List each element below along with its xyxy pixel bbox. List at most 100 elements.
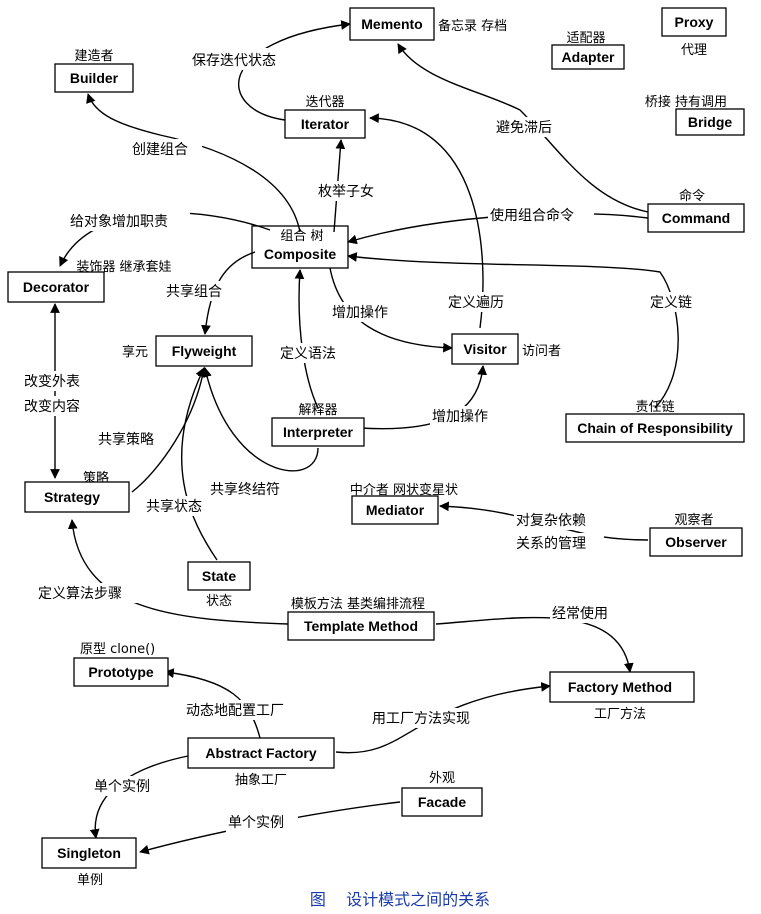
edge-interpreter-flyweight (202, 367, 319, 472)
abstract-name: Abstract Factory (205, 745, 316, 761)
pattern-boxes: Memento 备忘录 存档 适配器 Adapter Proxy 代理 建造者 … (7, 7, 745, 888)
box-iterator (284, 109, 366, 139)
edge-abstract-prototype (164, 668, 261, 739)
box-command (647, 203, 745, 233)
factory-name: Factory Method (568, 679, 672, 695)
mediator-name: Mediator (366, 502, 425, 518)
box-factory (549, 671, 695, 703)
edge-strategy-flyweight (131, 367, 208, 493)
box-proxy (661, 7, 727, 37)
label-create-composite: 创建组合 (132, 142, 188, 158)
prototype-zh: 原型 clone() (80, 642, 155, 657)
chain-name: Chain of Responsibility (577, 420, 733, 436)
interpreter-name: Interpreter (283, 424, 354, 440)
command-zh: 命令 (679, 188, 705, 204)
edge-interpreter-composite (294, 269, 319, 409)
memento-name: Memento (361, 16, 422, 32)
label-share-composite: 共享组合 (166, 283, 222, 300)
singleton-zh: 单例 (77, 873, 103, 888)
label-complex-dependency-1: 对复杂依赖 (516, 512, 586, 529)
label-share-state: 共享状态 (146, 498, 202, 515)
edge-command-memento (397, 43, 649, 213)
factory-zh: 工厂方法 (594, 706, 646, 722)
command-name: Command (662, 210, 730, 226)
facade-zh: 外观 (429, 771, 455, 786)
label-change-guts: 改变内容 (24, 398, 80, 415)
label-define-algorithm-steps: 定义算法步骤 (38, 586, 122, 602)
edge-iterator-memento (237, 20, 351, 121)
box-template (287, 611, 435, 641)
figure-caption: 图 设计模式之间的关系 (310, 890, 490, 909)
box-singleton (41, 837, 137, 869)
singleton-name: Singleton (57, 845, 121, 861)
adapter-zh: 适配器 (566, 31, 605, 46)
label-add-operation-2: 增加操作 (432, 409, 488, 425)
mediator-zh: 中介者 网状变星状 (350, 482, 458, 498)
box-visitor (451, 333, 519, 365)
label-save-iter-state: 保存迭代状态 (192, 53, 276, 69)
adapter-name: Adapter (562, 49, 615, 65)
state-name: State (202, 568, 236, 584)
box-interpreter (271, 417, 365, 447)
label-share-strategy: 共享策略 (98, 431, 154, 448)
box-composite (251, 225, 349, 269)
observer-zh: 观察者 (674, 513, 713, 528)
box-facade (401, 787, 483, 817)
label-complex-dependency-2: 关系的管理 (516, 536, 586, 552)
label-change-skin: 改变外表 (24, 374, 80, 390)
label-single-instance-2: 单个实例 (228, 815, 284, 831)
builder-zh: 建造者 (74, 49, 113, 64)
box-chain (565, 413, 745, 443)
edge-abstract-singleton (89, 755, 189, 839)
abstract-zh: 抽象工厂 (235, 773, 287, 788)
edge-composite-visitor (329, 267, 453, 353)
edge-composite-builder (86, 93, 301, 233)
chain-zh: 责任链 (635, 400, 674, 415)
edge-composite-flyweight (201, 251, 256, 335)
box-abstract (187, 737, 335, 769)
edge-template-factory (435, 616, 634, 673)
box-observer (649, 527, 743, 557)
box-adapter (551, 44, 625, 70)
box-strategy (24, 481, 130, 513)
decorator-name: Decorator (23, 279, 90, 295)
strategy-name: Strategy (44, 489, 100, 505)
observer-name: Observer (665, 534, 727, 550)
prototype-name: Prototype (88, 664, 154, 680)
label-define-chain: 定义链 (650, 295, 692, 311)
visitor-name: Visitor (463, 341, 507, 357)
flyweight-zh: 享元 (122, 344, 148, 360)
facade-name: Facade (418, 794, 466, 810)
template-zh: 模板方法 基类编排流程 (291, 596, 425, 612)
box-state (187, 561, 251, 591)
box-mediator (351, 495, 439, 525)
iterator-name: Iterator (301, 116, 350, 132)
proxy-name: Proxy (675, 14, 714, 30)
label-enumerate-children: 枚举子女 (318, 183, 374, 200)
edge-chain-composite (347, 252, 679, 409)
edge-state-flyweight (181, 367, 218, 561)
box-decorator (7, 271, 105, 303)
proxy-zh: 代理 (681, 43, 707, 58)
bridge-name: Bridge (688, 114, 733, 130)
flyweight-name: Flyweight (172, 343, 237, 359)
iterator-zh: 迭代器 (305, 95, 344, 110)
label-implement-with-factory-method: 用工厂方法实现 (372, 711, 470, 727)
memento-zh: 备忘录 存档 (438, 18, 507, 34)
label-dynamic-configure-factory: 动态地配置工厂 (186, 703, 284, 719)
label-avoid-lag: 避免滞后 (496, 120, 552, 136)
label-share-terminal: 共享终结符 (210, 481, 280, 498)
box-prototype (73, 657, 169, 687)
state-zh: 状态 (206, 594, 232, 609)
template-name: Template Method (304, 618, 418, 634)
label-define-traversal: 定义遍历 (448, 295, 504, 311)
edge-template-strategy (67, 519, 289, 625)
interpreter-zh: 解释器 (298, 403, 337, 418)
box-flyweight (155, 335, 253, 367)
label-use-composite-command: 使用组合命令 (490, 207, 574, 224)
label-add-responsibility: 给对象增加职责 (70, 214, 168, 230)
label-single-instance-1: 单个实例 (94, 779, 150, 795)
label-often-use: 经常使用 (552, 605, 608, 622)
label-add-operation-1: 增加操作 (332, 305, 388, 321)
